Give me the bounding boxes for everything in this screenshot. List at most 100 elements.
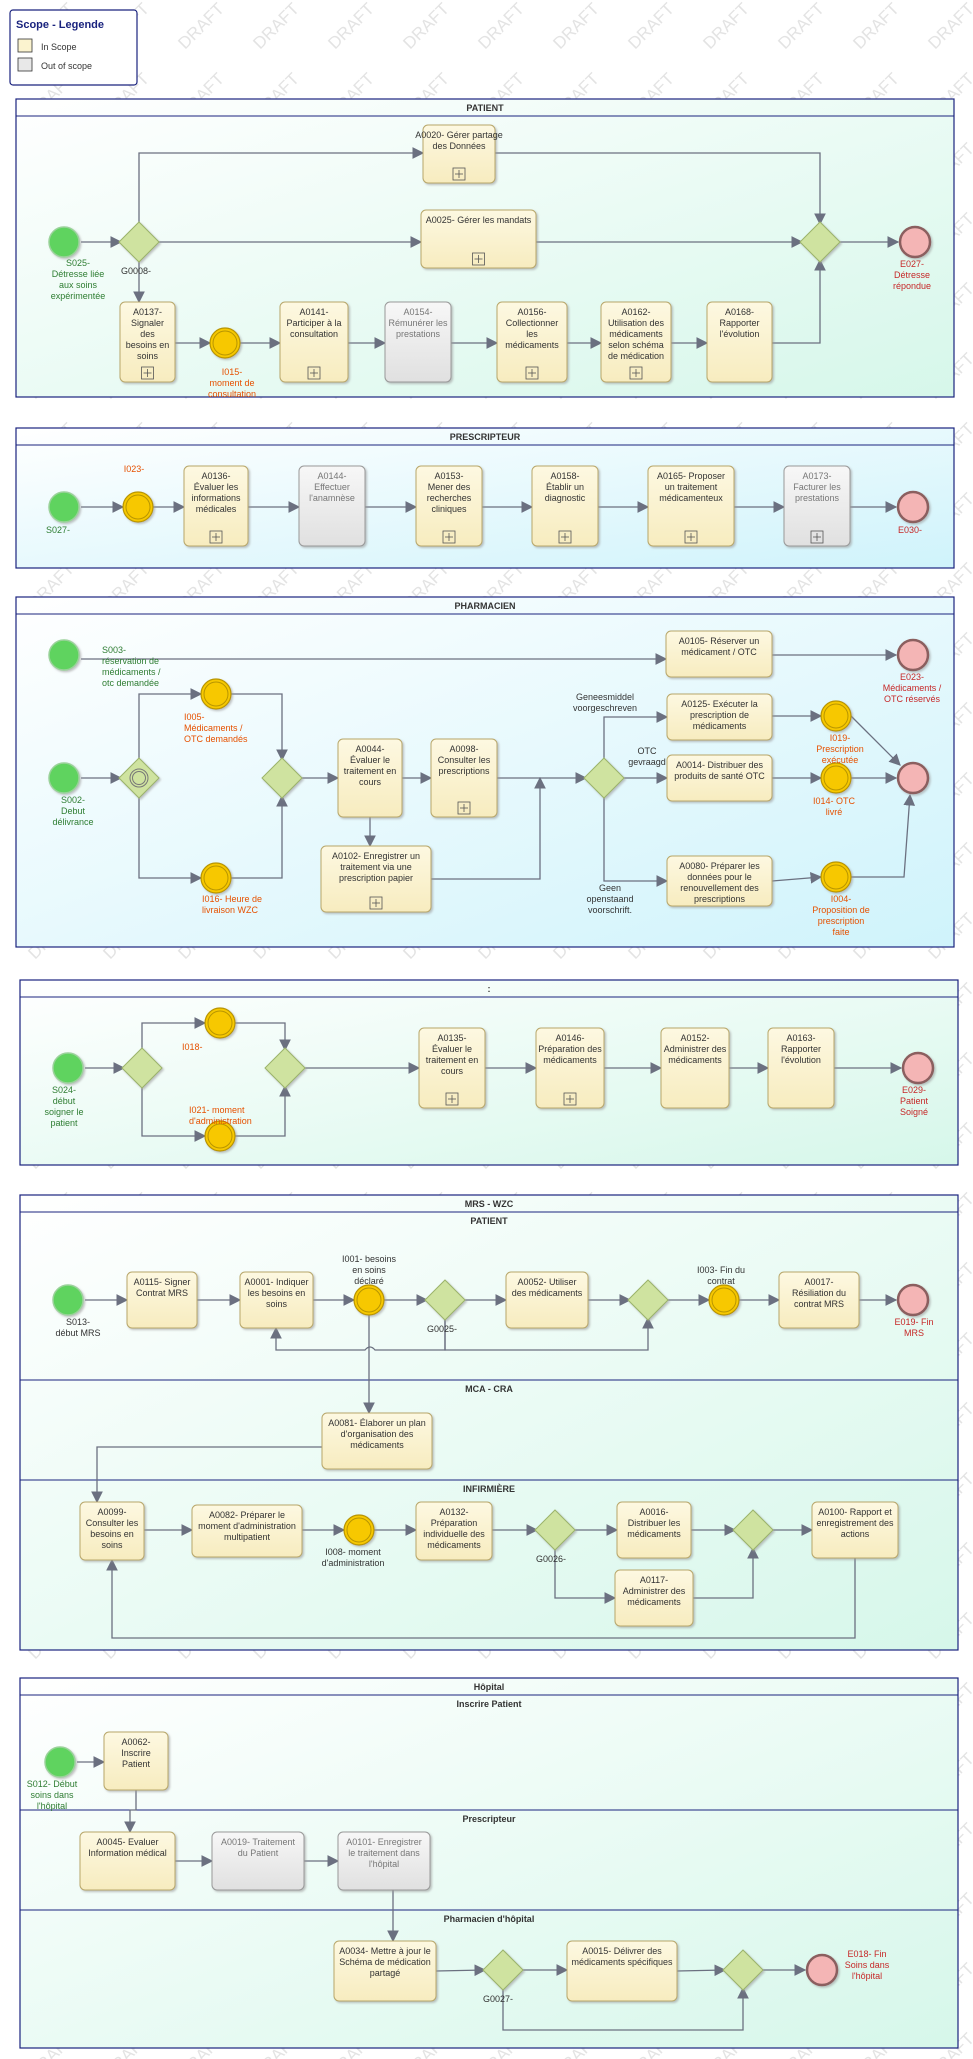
node-e-ph[interactable] bbox=[896, 761, 930, 795]
task-box[interactable] bbox=[535, 1027, 605, 1109]
task-box[interactable] bbox=[119, 301, 176, 383]
task-box[interactable] bbox=[706, 301, 773, 383]
task-box[interactable] bbox=[420, 209, 537, 269]
node-e027[interactable] bbox=[898, 225, 932, 259]
task-box[interactable] bbox=[811, 1501, 899, 1559]
node-g0025[interactable] bbox=[424, 1279, 466, 1321]
task-box[interactable] bbox=[614, 1569, 694, 1627]
task-box[interactable] bbox=[422, 124, 496, 184]
node-s025[interactable] bbox=[48, 226, 80, 258]
task-box[interactable] bbox=[337, 1831, 431, 1891]
task-box[interactable] bbox=[103, 1731, 169, 1791]
task-box[interactable] bbox=[337, 738, 403, 818]
node-g-h2[interactable] bbox=[722, 1949, 764, 1991]
task-box[interactable] bbox=[496, 301, 568, 383]
task-box[interactable] bbox=[600, 301, 672, 383]
node-g-m2[interactable] bbox=[627, 1279, 669, 1321]
task-box[interactable] bbox=[79, 1831, 176, 1891]
node-g0026[interactable] bbox=[534, 1509, 576, 1551]
node-s024[interactable] bbox=[52, 1052, 84, 1084]
task-box[interactable] bbox=[211, 1831, 305, 1891]
node-i021[interactable] bbox=[204, 1120, 236, 1152]
node-s002[interactable] bbox=[48, 762, 80, 794]
task-box[interactable] bbox=[616, 1501, 692, 1559]
node-i015[interactable] bbox=[209, 327, 241, 359]
task-box[interactable] bbox=[415, 1501, 493, 1561]
node-a0025[interactable]: A0025- Gérer les mandats bbox=[420, 209, 537, 269]
task-box[interactable] bbox=[321, 1412, 433, 1470]
task-box[interactable] bbox=[79, 1501, 145, 1561]
task-box[interactable] bbox=[666, 693, 773, 741]
task-box[interactable] bbox=[191, 1504, 303, 1558]
task-box[interactable] bbox=[660, 1027, 730, 1109]
task-box[interactable] bbox=[298, 465, 366, 547]
node-s013[interactable] bbox=[52, 1284, 84, 1316]
node-i016[interactable] bbox=[200, 862, 232, 894]
task-box[interactable] bbox=[783, 465, 851, 547]
task-box[interactable] bbox=[767, 1027, 835, 1109]
node-g-s2[interactable] bbox=[264, 1047, 306, 1089]
node-i018[interactable] bbox=[204, 1007, 236, 1039]
node-i019[interactable] bbox=[820, 700, 852, 732]
node-g0027[interactable] bbox=[482, 1949, 524, 1991]
task-box[interactable] bbox=[430, 738, 498, 818]
node-i005[interactable] bbox=[200, 678, 232, 710]
task-box[interactable] bbox=[666, 754, 773, 802]
task-box[interactable] bbox=[183, 465, 249, 547]
task-box[interactable] bbox=[320, 845, 432, 913]
task-box[interactable] bbox=[279, 301, 349, 383]
node-s012[interactable] bbox=[44, 1746, 76, 1778]
task-box[interactable] bbox=[647, 465, 735, 547]
task-box[interactable] bbox=[418, 1027, 486, 1109]
node-g-p1[interactable] bbox=[799, 221, 841, 263]
node-i023[interactable] bbox=[122, 491, 154, 523]
task-box[interactable] bbox=[666, 855, 773, 907]
node-g-ph3[interactable] bbox=[583, 757, 625, 799]
node-i001[interactable] bbox=[353, 1284, 385, 1316]
task-box[interactable] bbox=[566, 1940, 678, 2002]
task-box[interactable] bbox=[531, 465, 599, 547]
task-box[interactable] bbox=[665, 630, 773, 678]
node-i003[interactable] bbox=[708, 1284, 740, 1316]
node-e023[interactable] bbox=[896, 638, 930, 672]
node-g-i2[interactable] bbox=[732, 1509, 774, 1551]
node-s003[interactable] bbox=[48, 639, 80, 671]
task-box[interactable] bbox=[505, 1271, 589, 1329]
task-box[interactable] bbox=[333, 1940, 437, 2002]
node-i008[interactable] bbox=[343, 1514, 375, 1546]
node-e019[interactable] bbox=[896, 1283, 930, 1317]
task-box[interactable] bbox=[778, 1271, 860, 1329]
